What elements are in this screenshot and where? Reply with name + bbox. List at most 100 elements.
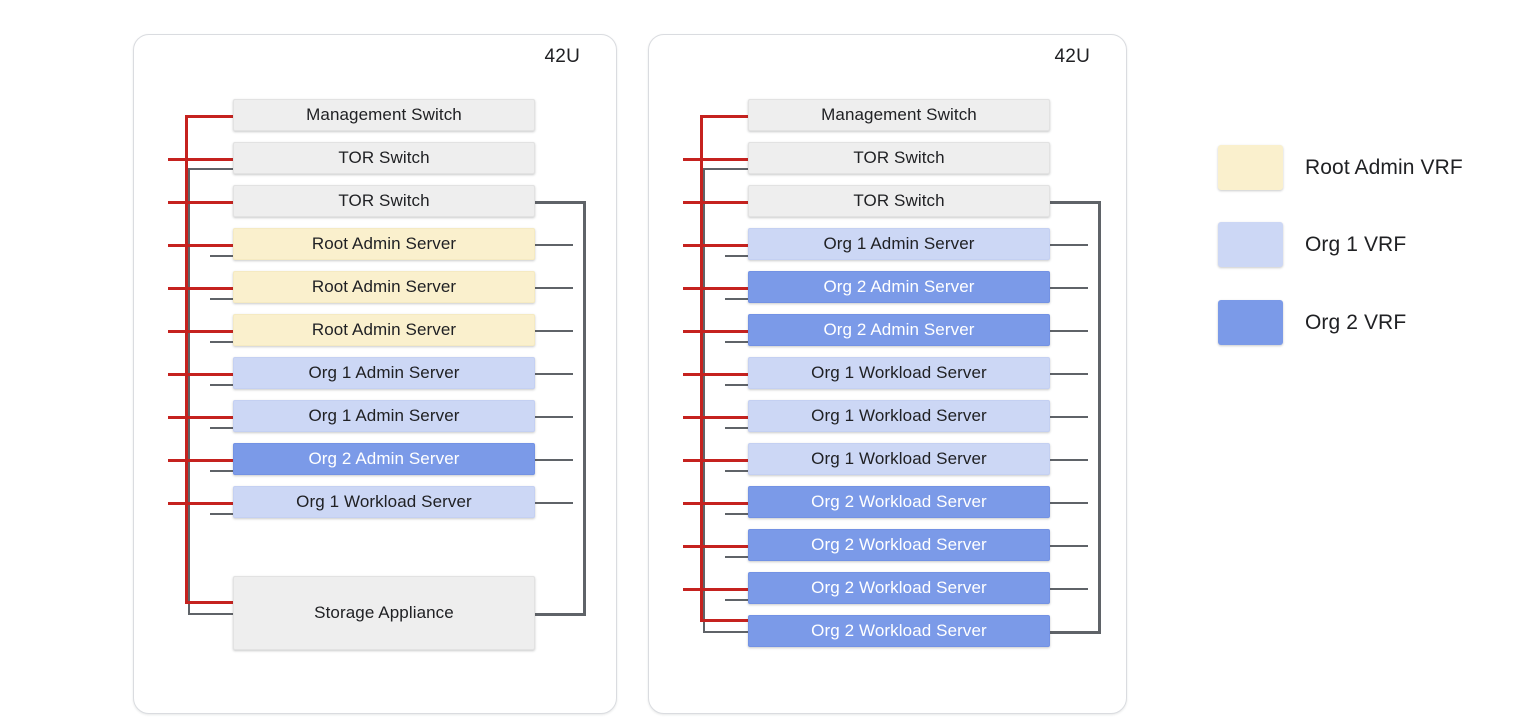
rack-unit-org2[interactable]: Org 2 Admin Server [748,271,1050,303]
power-stub [168,201,233,204]
rack-unit-label: Root Admin Server [311,276,457,296]
mgmt-stub [725,427,748,429]
legend-label: Root Admin VRF [1305,155,1463,179]
mgmt-stub [725,298,748,300]
rack-unit-org1[interactable]: Org 1 Workload Server [748,400,1050,432]
power-stub [168,373,233,376]
power-stub [185,115,233,118]
rack-unit-label: TOR Switch [338,190,430,210]
mgmt-stub [725,556,748,558]
power-stub [185,601,233,604]
rack-unit-label: Org 2 Workload Server [811,534,987,554]
rack-unit-root[interactable]: Root Admin Server [233,271,535,303]
network-stub [1050,545,1088,547]
mgmt-stub [725,599,748,601]
rack-unit-label: Org 2 Workload Server [811,577,987,597]
power-stub [683,502,748,505]
rack-unit-org2[interactable]: Org 2 Workload Server [748,615,1050,647]
rack-unit-switch[interactable]: TOR Switch [233,142,535,174]
power-stub [683,416,748,419]
network-stub [1050,287,1088,289]
rack-unit-label: TOR Switch [853,190,945,210]
network-stub [535,502,573,504]
network-bus-rack-1 [583,201,586,613]
network-stub [535,416,573,418]
rack-unit-org1[interactable]: Org 1 Workload Server [233,486,535,518]
rack-unit-org2[interactable]: Org 2 Workload Server [748,529,1050,561]
rack-unit-org1[interactable]: Org 1 Admin Server [748,228,1050,260]
rack-unit-label: Org 1 Workload Server [811,448,987,468]
rack-unit-switch[interactable]: TOR Switch [748,142,1050,174]
network-bus-bottom-elbow-rack-2 [1050,631,1101,634]
power-stub [168,158,233,161]
mgmt-stub [725,513,748,515]
rack-unit-label: TOR Switch [338,147,430,167]
rack-unit-switch[interactable]: Storage Appliance [233,576,535,650]
power-stub [683,158,748,161]
power-stub [168,459,233,462]
mgmt-stub [188,168,233,170]
rack-unit-label: Org 1 Workload Server [811,362,987,382]
power-stub [700,619,748,622]
rack-unit-org2[interactable]: Org 2 Workload Server [748,486,1050,518]
mgmt-stub [725,341,748,343]
rack-unit-switch[interactable]: Management Switch [748,99,1050,131]
network-stub [1050,244,1088,246]
mgmt-stub [210,470,233,472]
rack-unit-org1[interactable]: Org 1 Admin Server [233,400,535,432]
rack-capacity-label-2: 42U [1054,46,1090,67]
mgmt-bus-rack-1 [188,168,190,613]
rack-unit-switch[interactable]: Management Switch [233,99,535,131]
rack-unit-org2[interactable]: Org 2 Workload Server [748,572,1050,604]
rack-unit-org1[interactable]: Org 1 Workload Server [748,357,1050,389]
mgmt-stub [210,298,233,300]
power-bus-rack-1 [185,115,188,601]
rack-unit-org2[interactable]: Org 2 Admin Server [748,314,1050,346]
rack-unit-switch[interactable]: TOR Switch [233,185,535,217]
power-stub [683,330,748,333]
network-bus-top-elbow-rack-2 [1050,201,1101,204]
mgmt-stub [703,168,748,170]
mgmt-stub [210,427,233,429]
network-stub [535,244,573,246]
legend-item: Org 1 VRF [1218,222,1518,267]
network-stub [1050,373,1088,375]
network-stub [1050,416,1088,418]
rack-unit-switch[interactable]: TOR Switch [748,185,1050,217]
rack-unit-org1[interactable]: Org 1 Workload Server [748,443,1050,475]
mgmt-stub [703,631,748,633]
mgmt-stub [210,384,233,386]
rack-unit-org1[interactable]: Org 1 Admin Server [233,357,535,389]
rack-unit-root[interactable]: Root Admin Server [233,228,535,260]
network-stub [535,459,573,461]
rack-unit-label: Org 2 Workload Server [811,491,987,511]
network-stub [535,287,573,289]
rack-unit-org2[interactable]: Org 2 Admin Server [233,443,535,475]
rack-unit-label: Management Switch [821,104,977,124]
power-stub [168,502,233,505]
network-stub [535,330,573,332]
power-stub [683,459,748,462]
power-stub [683,201,748,204]
network-bus-bottom-elbow-rack-1 [535,613,586,616]
power-stub [168,287,233,290]
rack-unit-label: Org 1 Admin Server [308,405,460,425]
network-stub [535,373,573,375]
rack-unit-label: Org 2 Admin Server [308,448,460,468]
legend-swatch-2 [1218,222,1283,267]
network-stub [1050,330,1088,332]
rack-unit-label: Org 2 Workload Server [811,620,987,640]
mgmt-stub [725,384,748,386]
mgmt-stub [210,513,233,515]
rack-unit-label: Org 1 Admin Server [308,362,460,382]
legend-swatch-3 [1218,300,1283,345]
rack-unit-label: Storage Appliance [314,602,454,622]
power-stub [683,373,748,376]
rack-unit-label: Root Admin Server [311,233,457,253]
rack-unit-root[interactable]: Root Admin Server [233,314,535,346]
rack-capacity-label-1: 42U [544,46,580,67]
rack-unit-label: Org 1 Workload Server [296,491,472,511]
power-bus-rack-2 [700,115,703,619]
power-stub [168,244,233,247]
